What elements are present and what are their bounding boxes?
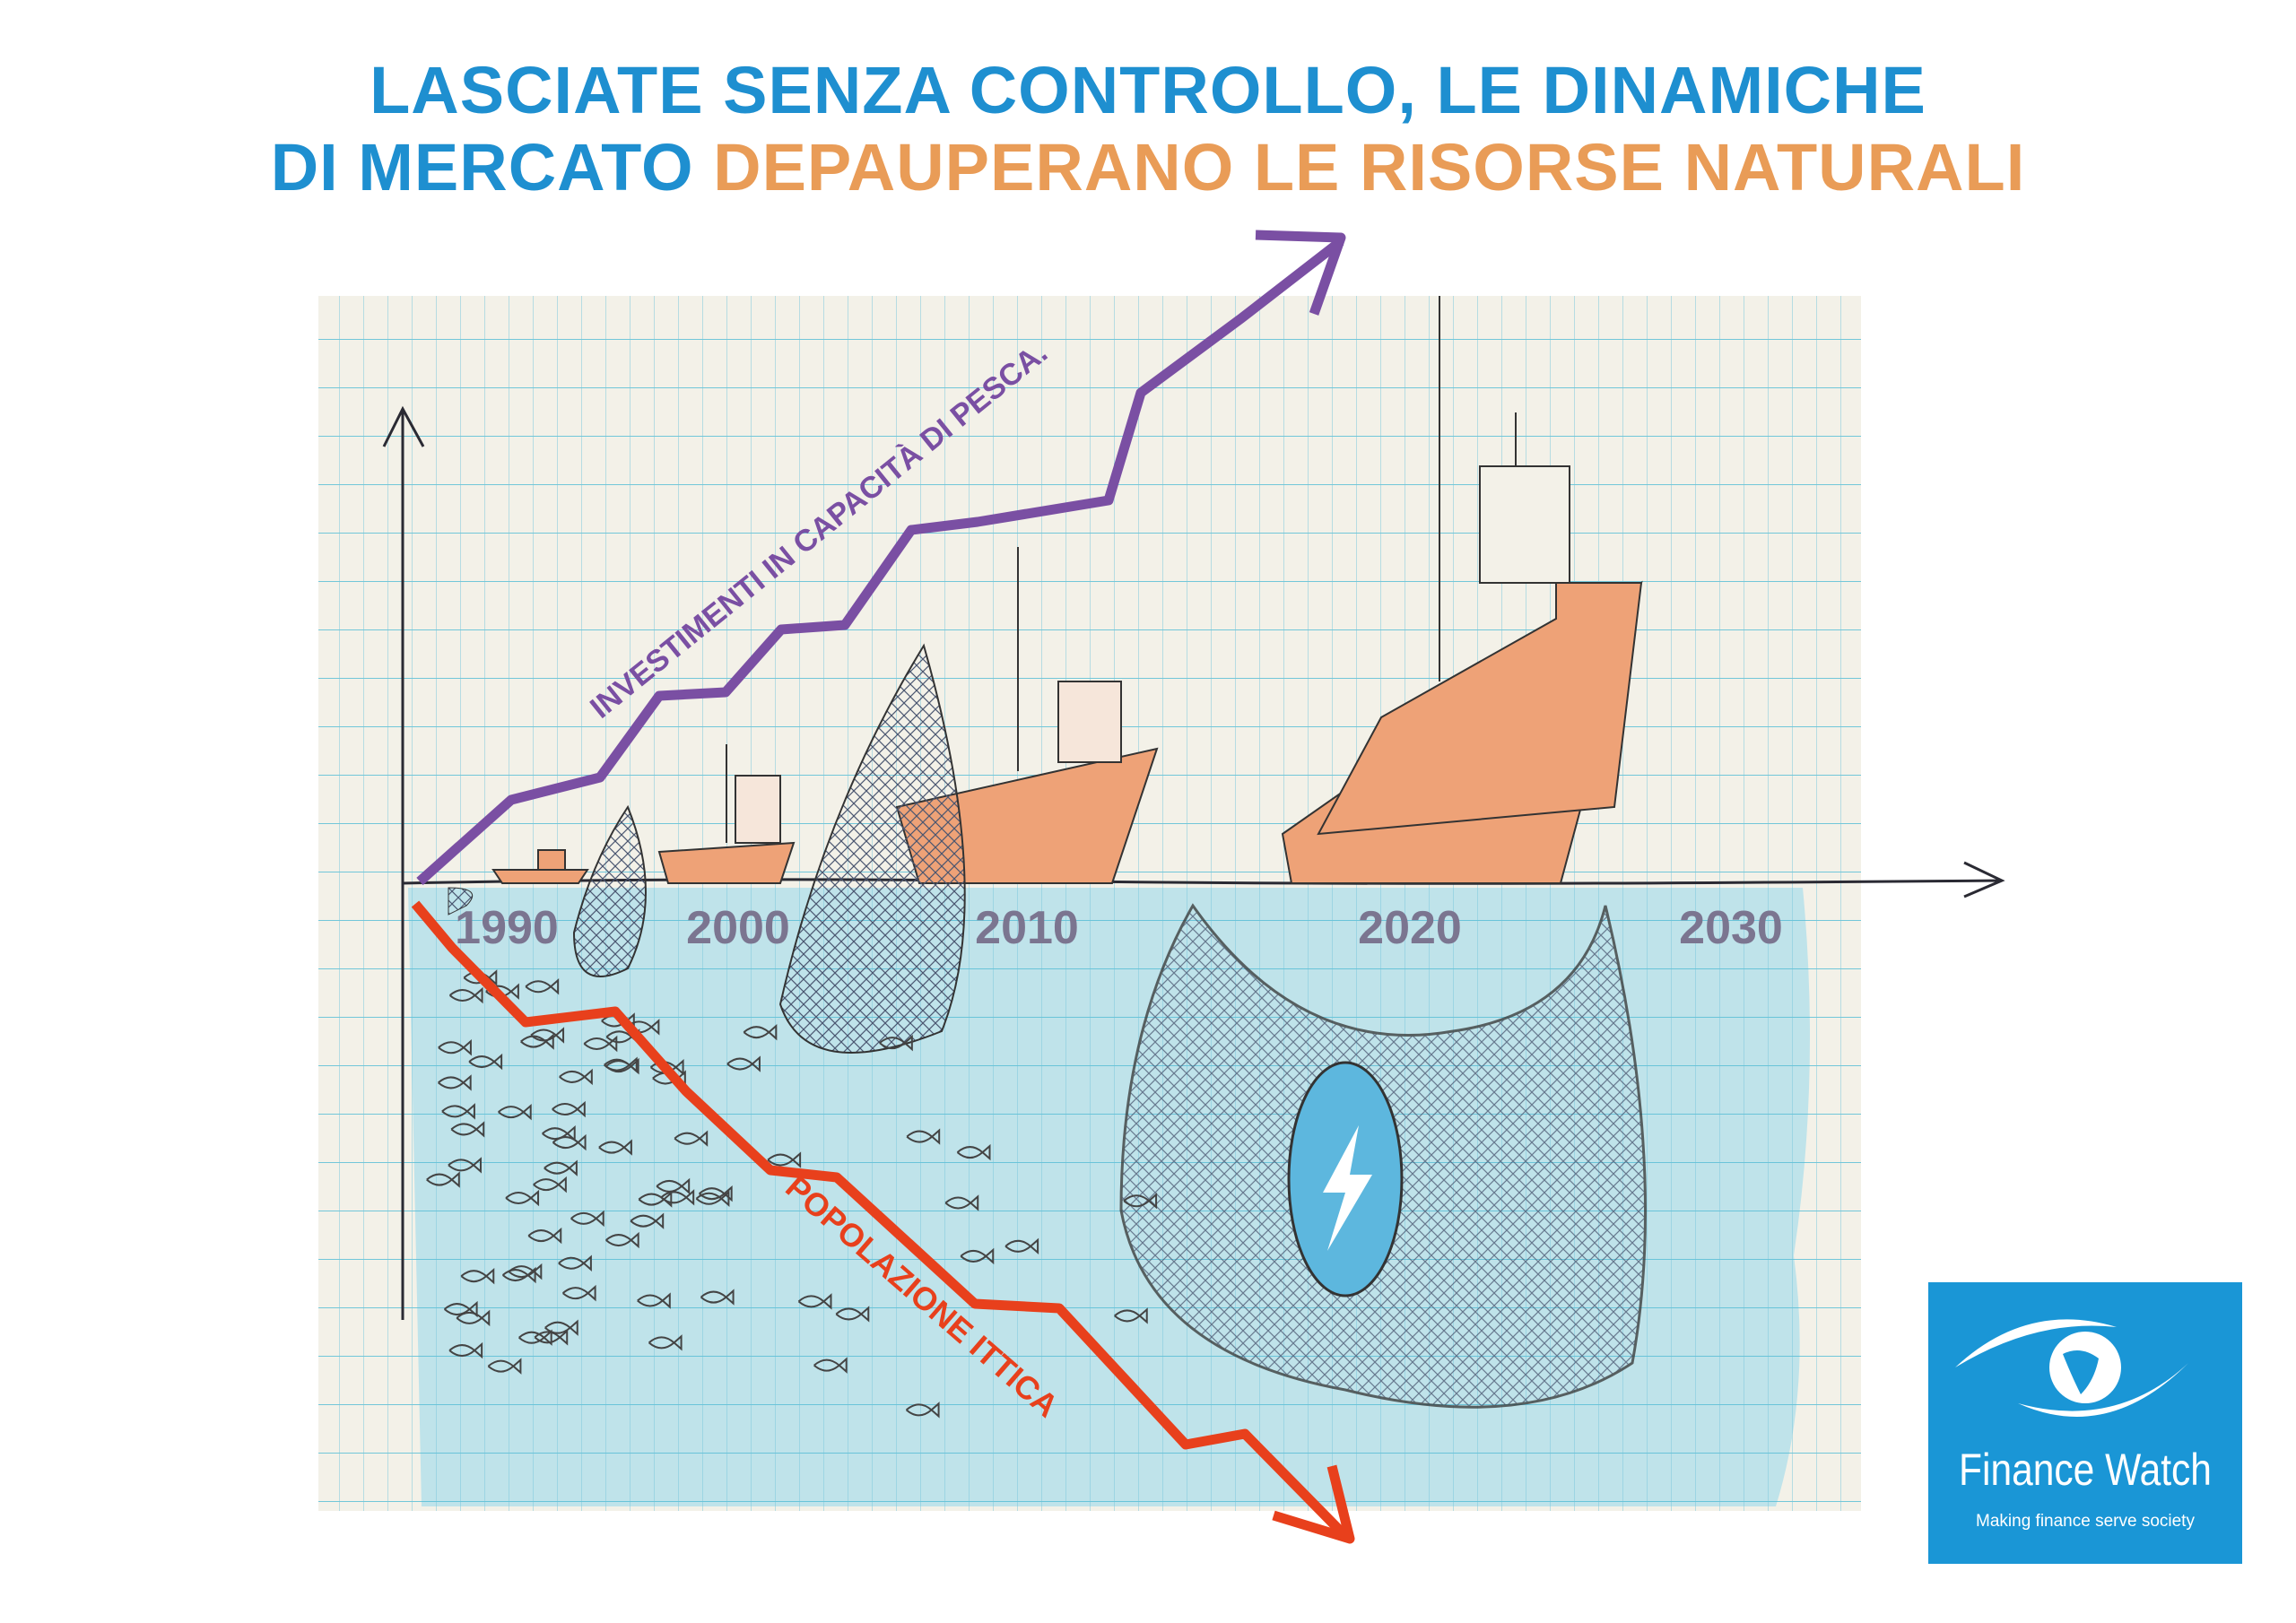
headline-line-1: LASCIATE SENZA CONTROLLO, LE DINAMICHE <box>370 53 1926 127</box>
year-label-2030: 2030 <box>1679 902 1783 954</box>
fish-icon <box>906 1128 941 1145</box>
fish-icon <box>1004 1237 1039 1255</box>
fish-icon <box>674 1130 709 1147</box>
net-small <box>448 887 474 916</box>
fish-icon <box>637 1292 671 1309</box>
fish-icon <box>501 1266 536 1284</box>
fish-icon <box>561 1284 596 1302</box>
fish-icon <box>450 1121 485 1138</box>
fish-icon <box>604 1057 639 1075</box>
fish-icon <box>598 1139 632 1156</box>
fish-icon <box>552 1100 586 1118</box>
investment-trend-line <box>416 237 1344 886</box>
finance-watch-logo: Finance Watch Making finance serve socie… <box>1928 1282 2242 1564</box>
fish-icon <box>441 1103 475 1120</box>
ship-2020 <box>1281 296 1643 884</box>
fish-icon <box>956 1143 991 1161</box>
fish-icon <box>944 1194 979 1211</box>
fish-icon <box>508 1263 543 1280</box>
fish-icon <box>448 986 483 1004</box>
fish-icon <box>695 1190 730 1207</box>
ship-1990 <box>491 849 589 884</box>
headline-blue-part: DI MERCATO <box>270 130 694 204</box>
fish-icon <box>905 1402 940 1419</box>
fish-icon <box>438 1039 472 1056</box>
fish-icon <box>648 1334 683 1351</box>
fish-icon <box>530 1027 565 1044</box>
headline-line-2: DI MERCATO DEPAUPERANO LE RISORSE NATURA… <box>0 135 2296 201</box>
year-label-2000: 2000 <box>686 902 790 954</box>
net-2000 <box>572 804 647 977</box>
fish-icon <box>656 1177 691 1195</box>
fish-icon <box>813 1357 848 1374</box>
logo-name: Finance Watch <box>1959 1445 2212 1495</box>
fish-icon <box>660 1189 695 1206</box>
fish-icon <box>570 1210 604 1228</box>
fish-icon <box>542 1124 576 1142</box>
fish-icon <box>960 1247 995 1265</box>
fish-icon <box>456 1309 491 1327</box>
fish-icon <box>438 1074 472 1091</box>
fish-icon <box>498 1103 532 1121</box>
fish-icon <box>797 1293 832 1310</box>
fish-icon <box>700 1289 735 1306</box>
investment-arrowhead <box>1255 230 1346 316</box>
fish-icon <box>1114 1307 1148 1324</box>
fish-icon <box>743 1023 778 1041</box>
fish-population-trend-line <box>411 900 1349 1540</box>
fish-population-arrowhead <box>1272 1464 1355 1544</box>
headline-orange-part: DEPAUPERANO LE RISORSE NATURALI <box>713 130 2026 204</box>
fish-icon <box>460 1267 495 1285</box>
fish-icon <box>583 1035 618 1053</box>
fish-icon <box>525 978 560 995</box>
fish-icon <box>544 1159 578 1176</box>
fish-icon <box>726 1055 761 1072</box>
fish-icon <box>879 1034 913 1052</box>
net-2010 <box>778 643 966 1054</box>
fish-icon <box>767 1151 802 1168</box>
fish-icon <box>559 1068 593 1086</box>
fish-icon <box>1123 1193 1158 1210</box>
fish-icon <box>533 1176 567 1193</box>
ship-2000 <box>657 744 796 884</box>
lightning-icon <box>1323 1125 1372 1251</box>
fish-icon <box>534 1329 569 1346</box>
fish-icon <box>558 1254 592 1271</box>
fish-icon <box>835 1306 870 1323</box>
fish-icon <box>527 1227 562 1245</box>
fish-icon <box>448 1157 482 1174</box>
fish-icon <box>518 1329 552 1346</box>
fish-icon <box>605 1231 639 1249</box>
year-label-2020: 2020 <box>1358 902 1462 954</box>
fish-icon <box>630 1212 665 1229</box>
fish-icon <box>699 1185 733 1202</box>
fish-icon <box>468 1053 503 1071</box>
eye-globe-icon <box>1955 1319 2188 1417</box>
fish-icon <box>448 1341 483 1359</box>
year-label-1990: 1990 <box>455 902 559 954</box>
fish-icon <box>426 1171 460 1188</box>
fish-icon <box>487 1358 522 1375</box>
fish-icon <box>505 1189 540 1207</box>
year-label-2010: 2010 <box>975 902 1079 954</box>
fish-icon <box>544 1319 578 1336</box>
logo-tagline: Making finance serve society <box>1976 1512 2195 1531</box>
